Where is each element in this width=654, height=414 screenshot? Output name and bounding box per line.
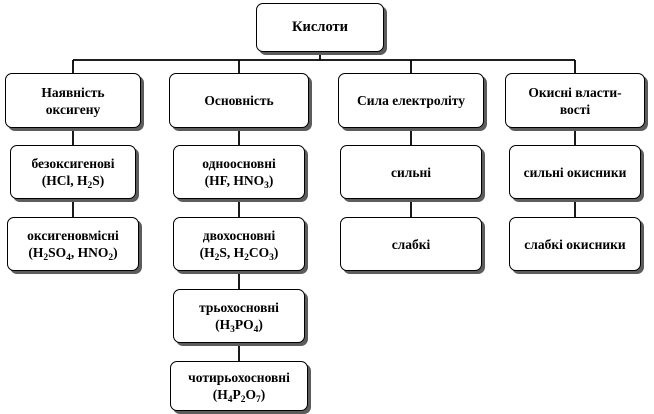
item-name: сильні [390, 164, 431, 180]
root-label: Кислоти [292, 19, 348, 35]
item-box-dibasic: двохосновні (H2S, H2CO3) [173, 217, 305, 271]
item-name: оксигеновмісні [27, 228, 119, 243]
item-name: безоксигенові [31, 156, 115, 171]
item-formula: (H2SO4, HNO2) [28, 245, 118, 263]
item-name: слабкі окисники [524, 236, 626, 252]
item-box-weak-oxidizers: слабкі окисники [509, 217, 641, 271]
item-formula: (H2S, H2CO3) [199, 245, 279, 263]
item-name: чотирьохосновні [188, 370, 290, 385]
item-formula: (HCl, H2S) [41, 173, 105, 191]
category-label: Окисні власти-вості [528, 84, 622, 117]
item-name: двохосновні [202, 228, 276, 243]
category-box-oxygen-presence: Наявність оксигену [5, 73, 141, 128]
category-box-electrolyte-strength: Сила електроліту [338, 73, 484, 128]
item-box-tetrabasic: чотирьохосновні (H4P2O7) [170, 361, 308, 411]
item-name: одноосновні [202, 156, 276, 171]
category-label: Основність [204, 93, 274, 108]
item-box-weak: слабкі [340, 217, 482, 271]
item-name: слабкі [391, 236, 431, 252]
category-box-oxidizing-properties: Окисні власти-вості [505, 73, 645, 128]
root-box-acids: Кислоти [256, 3, 384, 52]
item-box-monobasic: одноосновні (HF, HNO3) [173, 145, 305, 199]
item-box-strong-oxidizers: сильні окисники [509, 145, 641, 199]
item-box-strong: сильні [340, 145, 482, 199]
item-name: сильні окисники [523, 164, 627, 180]
item-formula: (H4P2O7) [212, 387, 266, 405]
category-label: Наявність оксигену [41, 84, 105, 117]
item-box-tribasic: трьохосновні (H3PO4) [173, 289, 305, 343]
category-box-basicity: Основність [169, 73, 309, 128]
category-label: Сила електроліту [357, 93, 465, 108]
item-box-oxygen-free: безоксигенові (HCl, H2S) [10, 145, 136, 199]
item-formula: (HF, HNO3) [204, 173, 274, 191]
item-box-oxygen-containing: оксигеновмісні (H2SO4, HNO2) [7, 217, 139, 271]
item-formula: (H3PO4) [215, 317, 263, 335]
item-name: трьохосновні [199, 300, 279, 315]
